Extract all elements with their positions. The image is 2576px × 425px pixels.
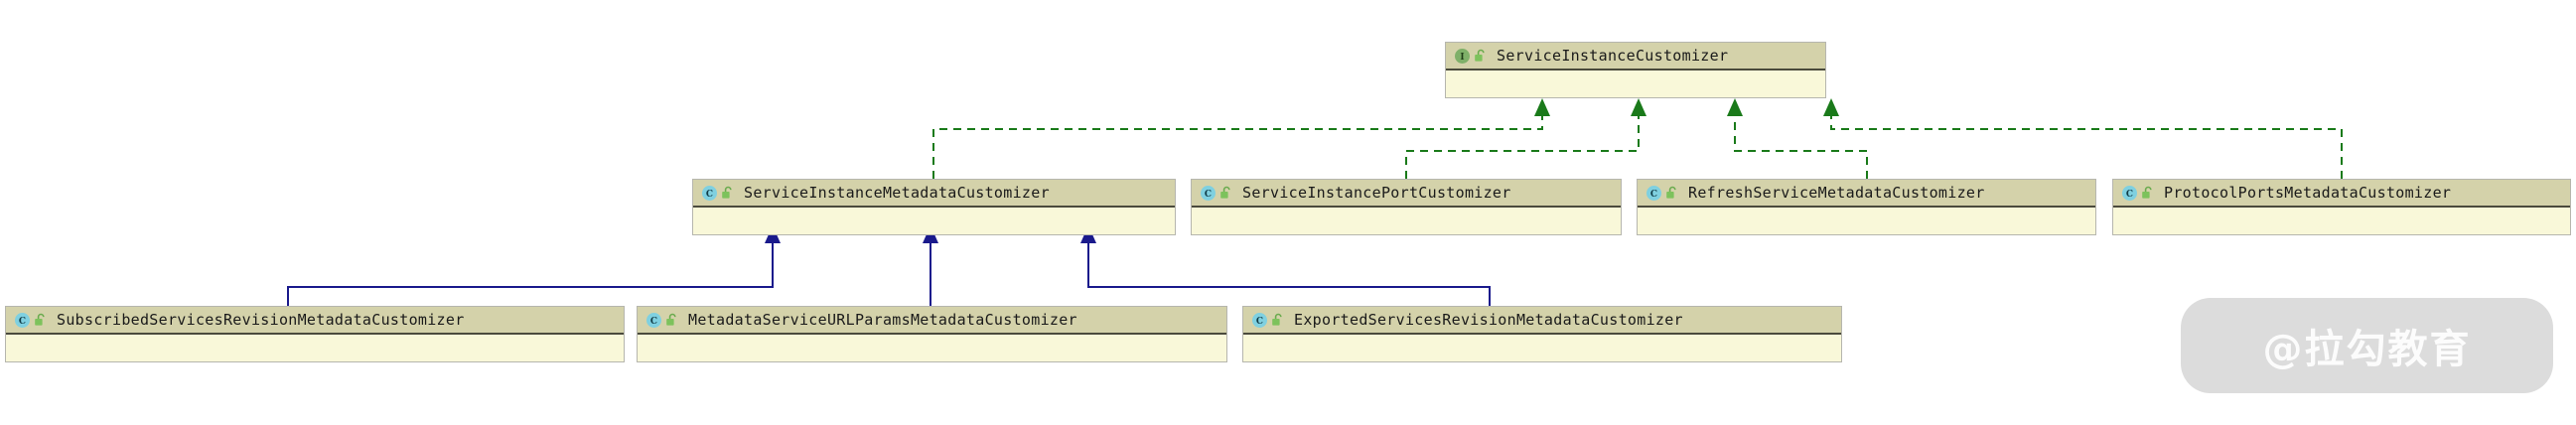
uml-node-metadata-service-url-params-metadata-customizer[interactable]: C MetadataServiceURLParamsMetadataCustom… xyxy=(637,306,1227,362)
edge-generalization-subscribed-services-revision-metadata-customizer xyxy=(287,225,781,306)
uml-node-title: RefreshServiceMetadataCustomizer xyxy=(1688,184,1985,202)
watermark-text: @拉勾教育 xyxy=(2262,327,2472,372)
uml-node-service-instance-port-customizer[interactable]: C ServiceInstancePortCustomizer xyxy=(1191,179,1622,235)
unlock-public-icon xyxy=(2141,186,2154,200)
uml-node-body-compartment xyxy=(1243,335,1841,361)
uml-node-subscribed-services-revision-metadata-customizer[interactable]: C SubscribedServicesRevisionMetadataCust… xyxy=(5,306,625,362)
uml-node-body-compartment xyxy=(1638,208,2095,234)
svg-text:C: C xyxy=(706,190,713,200)
uml-node-header: C ProtocolPortsMetadataCustomizer xyxy=(2113,180,2570,208)
class-c-icon: C xyxy=(1646,185,1662,202)
svg-text:C: C xyxy=(19,317,26,327)
svg-text:C: C xyxy=(1205,190,1212,200)
class-c-icon: C xyxy=(14,312,31,329)
realization-edges xyxy=(932,98,2343,179)
uml-node-header: C MetadataServiceURLParamsMetadataCustom… xyxy=(638,307,1226,335)
uml-node-title: MetadataServiceURLParamsMetadataCustomiz… xyxy=(688,311,1077,329)
unlock-public-icon xyxy=(1271,313,1284,327)
uml-node-body-compartment xyxy=(1192,208,1621,234)
edge-realization-service-instance-port-customizer xyxy=(1405,98,1646,179)
svg-text:C: C xyxy=(1256,317,1263,327)
edge-generalization-metadata-service-url-params-metadata-customizer xyxy=(923,225,938,306)
uml-node-title: ServiceInstancePortCustomizer xyxy=(1242,184,1511,202)
class-c-icon: C xyxy=(701,185,718,202)
uml-node-body-compartment xyxy=(638,335,1226,361)
class-c-icon: C xyxy=(2121,185,2138,202)
class-c-icon: C xyxy=(645,312,662,329)
uml-node-body-compartment xyxy=(1446,71,1825,97)
class-c-icon: C xyxy=(1251,312,1268,329)
class-c-icon: C xyxy=(1200,185,1216,202)
unlock-public-icon xyxy=(1665,186,1678,200)
interface-i-icon: I xyxy=(1454,48,1471,65)
unlock-public-icon xyxy=(34,313,47,327)
uml-node-title: ServiceInstanceMetadataCustomizer xyxy=(744,184,1050,202)
uml-node-header: I ServiceInstanceCustomizer xyxy=(1446,43,1825,71)
uml-node-title: ExportedServicesRevisionMetadataCustomiz… xyxy=(1294,311,1683,329)
uml-node-header: C ExportedServicesRevisionMetadataCustom… xyxy=(1243,307,1841,335)
svg-text:C: C xyxy=(650,317,657,327)
uml-node-protocol-ports-metadata-customizer[interactable]: C ProtocolPortsMetadataCustomizer xyxy=(2112,179,2571,235)
uml-node-header: C RefreshServiceMetadataCustomizer xyxy=(1638,180,2095,208)
edge-realization-protocol-ports-metadata-customizer xyxy=(1823,98,2343,179)
unlock-public-icon xyxy=(1219,186,1232,200)
unlock-public-icon xyxy=(665,313,678,327)
uml-node-service-instance-metadata-customizer[interactable]: C ServiceInstanceMetadataCustomizer xyxy=(692,179,1176,235)
uml-node-exported-services-revision-metadata-customizer[interactable]: C ExportedServicesRevisionMetadataCustom… xyxy=(1242,306,1842,362)
svg-text:I: I xyxy=(1460,53,1464,63)
uml-node-title: ProtocolPortsMetadataCustomizer xyxy=(2164,184,2452,202)
unlock-public-icon xyxy=(1474,49,1487,63)
uml-node-header: C ServiceInstanceMetadataCustomizer xyxy=(693,180,1175,208)
edge-generalization-exported-services-revision-metadata-customizer xyxy=(1080,225,1491,306)
uml-node-title: ServiceInstanceCustomizer xyxy=(1497,47,1729,65)
edge-realization-refresh-service-metadata-customizer xyxy=(1727,98,1868,179)
edge-realization-service-instance-metadata-customizer xyxy=(932,98,1550,179)
uml-node-header: C ServiceInstancePortCustomizer xyxy=(1192,180,1621,208)
watermark-badge: @拉勾教育 xyxy=(2181,298,2553,393)
uml-node-service-instance-customizer[interactable]: I ServiceInstanceCustomizer xyxy=(1445,42,1826,98)
uml-node-title: SubscribedServicesRevisionMetadataCustom… xyxy=(57,311,465,329)
uml-node-body-compartment xyxy=(2113,208,2570,234)
svg-text:C: C xyxy=(1650,190,1657,200)
uml-node-body-compartment xyxy=(6,335,624,361)
svg-text:C: C xyxy=(2126,190,2133,200)
uml-node-body-compartment xyxy=(693,208,1175,234)
uml-node-refresh-service-metadata-customizer[interactable]: C RefreshServiceMetadataCustomizer xyxy=(1637,179,2096,235)
uml-node-header: C SubscribedServicesRevisionMetadataCust… xyxy=(6,307,624,335)
unlock-public-icon xyxy=(721,186,734,200)
generalization-edges xyxy=(287,225,1491,306)
